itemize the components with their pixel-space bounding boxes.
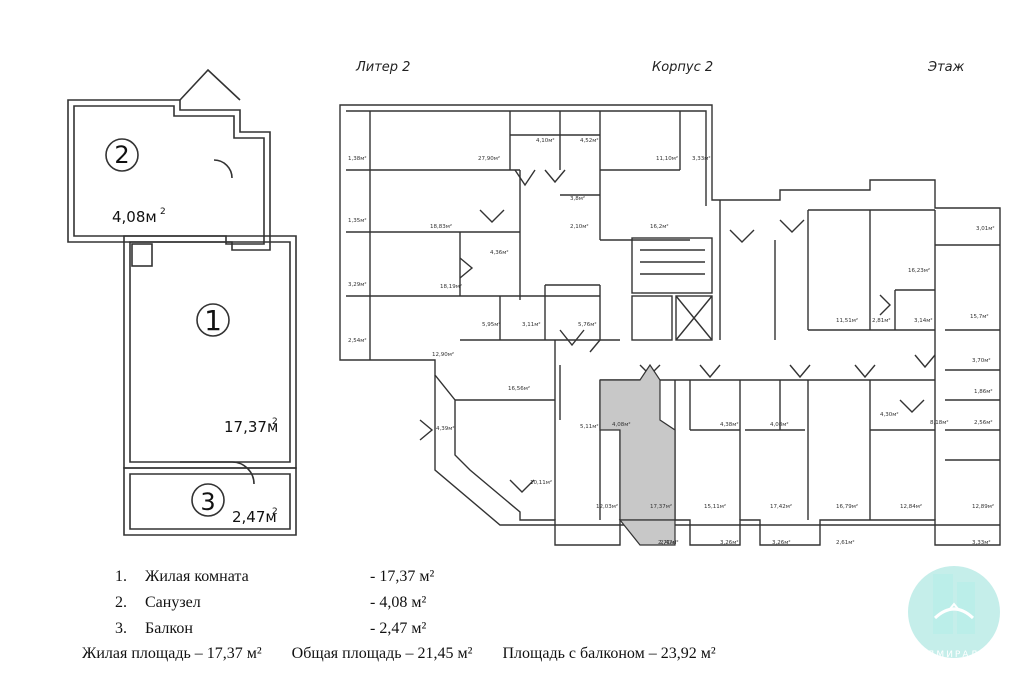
room2-area: 4,08м bbox=[112, 208, 157, 226]
floor-plan-outline bbox=[339, 104, 1001, 546]
room-area-label: 4,52м² bbox=[580, 137, 599, 144]
room3-number: 3 bbox=[200, 488, 215, 516]
highlighted-balcony bbox=[618, 519, 676, 546]
room-area-label: 12,89м² bbox=[972, 503, 994, 510]
room-area-label: 16,56м² bbox=[508, 385, 530, 392]
admiral-logo: АДМИРАЛЪ bbox=[905, 560, 1003, 670]
legend-num: 2. bbox=[115, 594, 127, 611]
room-area-label: 2,47м² bbox=[660, 539, 679, 546]
room-area-label: 3,26м² bbox=[772, 539, 791, 546]
room-area-label: 3,26м² bbox=[720, 539, 739, 546]
legend-label: Балкон bbox=[145, 620, 193, 637]
room1-area-sup: 2 bbox=[272, 417, 278, 427]
total-area: Общая площадь – 21,45 м² bbox=[291, 645, 473, 662]
room-area-label: 3,11м² bbox=[522, 321, 541, 328]
room-area-label: 5,76м² bbox=[578, 321, 597, 328]
legend-value: - 2,47 м² bbox=[370, 620, 427, 637]
room-area-labels: 1,38м² 27,90м² 4,10м² 4,52м² 11,10м² 3,33м² 3,… bbox=[348, 137, 995, 546]
room-area-label: 17,42м² bbox=[770, 503, 792, 510]
room-area-label: 1,38м² bbox=[348, 155, 367, 162]
room-area-label: 12,03м² bbox=[596, 503, 618, 510]
legend-item: 1. Жилая комната - 17,37 м² bbox=[115, 568, 434, 586]
room-area-label: 2,56м² bbox=[974, 419, 993, 426]
room-area-label: 2,81м² bbox=[872, 317, 891, 324]
room3-area-sup: 2 bbox=[272, 507, 278, 517]
legend-label: Жилая комната bbox=[145, 568, 249, 585]
room-area-label: 5,11м² bbox=[580, 423, 599, 430]
room2-area-sup: 2 bbox=[160, 207, 166, 217]
room-area-label: 10,11м² bbox=[530, 479, 552, 486]
legend-item: 2. Санузел - 4,08 м² bbox=[115, 594, 426, 612]
room-area-label: 2,10м² bbox=[570, 223, 589, 230]
room-area-label: 18,19м² bbox=[440, 283, 462, 290]
room1-number: 1 bbox=[204, 304, 222, 337]
room-area-label: 3,70м² bbox=[972, 357, 991, 364]
legend-item: 3. Балкон - 2,47 м² bbox=[115, 620, 426, 638]
highlighted-apartment bbox=[599, 363, 676, 521]
room-area-label: 27,90м² bbox=[478, 155, 500, 162]
legend-num: 1. bbox=[115, 568, 127, 585]
room-area-label: 11,10м² bbox=[656, 155, 678, 162]
room-area-label: 4,38м² bbox=[720, 421, 739, 428]
room-area-label: 2,54м² bbox=[348, 337, 367, 344]
room1-area: 17,37м bbox=[224, 418, 278, 436]
area-summary: Жилая площадь – 17,37 м² Общая площадь –… bbox=[82, 645, 742, 663]
room-area-label: 15,7м² bbox=[970, 313, 989, 320]
legend-num: 3. bbox=[115, 620, 127, 637]
living-area: Жилая площадь – 17,37 м² bbox=[82, 645, 262, 662]
room-area-label: 16,23м² bbox=[908, 267, 930, 274]
legend-value: - 17,37 м² bbox=[370, 568, 435, 585]
floor-label: Этаж bbox=[928, 60, 965, 75]
room-area-label: 17,37м² bbox=[650, 503, 672, 510]
room-area-label: 12,84м² bbox=[900, 503, 922, 510]
room-area-label: 5,95м² bbox=[482, 321, 501, 328]
room-area-label: 1,35м² bbox=[348, 217, 367, 224]
logo-text: АДМИРАЛЪ bbox=[919, 650, 989, 660]
room-area-label: 3,8м² bbox=[570, 195, 585, 202]
room-area-label: 3,14м² bbox=[914, 317, 933, 324]
room-area-label: 15,11м² bbox=[704, 503, 726, 510]
room-area-label: 3,29м² bbox=[348, 281, 367, 288]
room-area-label: 4,36м² bbox=[490, 249, 509, 256]
liter-label: Литер 2 bbox=[356, 60, 411, 75]
legend-value: - 4,08 м² bbox=[370, 594, 427, 611]
room-area-label: 4,30м² bbox=[880, 411, 899, 418]
room-area-label: 4,39м² bbox=[436, 425, 455, 432]
room-area-label: 4,08м² bbox=[770, 421, 789, 428]
room-area-label: 12,90м² bbox=[432, 351, 454, 358]
logo-icon bbox=[908, 566, 1000, 658]
legend-label: Санузел bbox=[145, 594, 201, 611]
room-area-label: 2,71м² bbox=[658, 539, 677, 546]
room3-area: 2,47м bbox=[232, 508, 277, 526]
balcony-area: Площадь с балконом – 23,92 м² bbox=[502, 645, 716, 662]
room-area-label: 8,18м² bbox=[930, 419, 949, 426]
room-area-label: 18,83м² bbox=[430, 223, 452, 230]
room-area-label: 4,10м² bbox=[536, 137, 555, 144]
room-area-label: 11,51м² bbox=[836, 317, 858, 324]
room-area-label: 16,79м² bbox=[836, 503, 858, 510]
apartment-detail-plan bbox=[67, 68, 297, 536]
room-area-label: 3,33м² bbox=[972, 539, 991, 546]
room-area-label: 16,2м² bbox=[650, 223, 669, 230]
room-area-label: 3,33м² bbox=[692, 155, 711, 162]
room-area-label: 2,61м² bbox=[836, 539, 855, 546]
room-area-label: 3,01м² bbox=[976, 225, 995, 232]
korpus-label: Корпус 2 bbox=[652, 60, 714, 75]
room2-number: 2 bbox=[114, 141, 129, 169]
room-area-label: 4,08м² bbox=[612, 421, 631, 428]
room-area-label: 1,86м² bbox=[974, 388, 993, 395]
